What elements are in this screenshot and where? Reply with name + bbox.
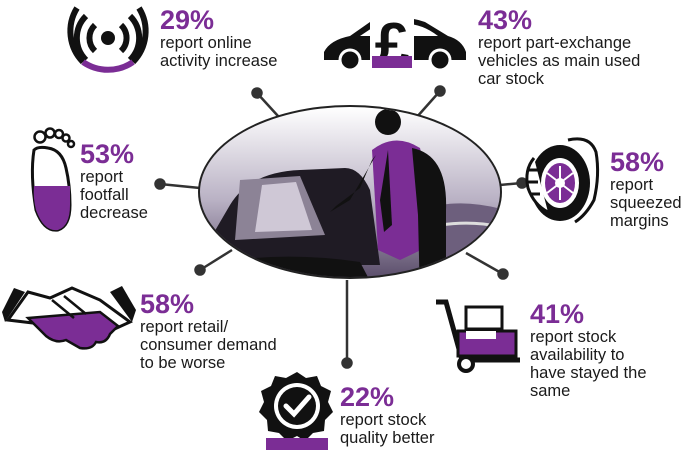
stat-online-activity: 29% report online activity increase (160, 6, 277, 70)
stat-squeezed-margins: 58% report squeezed margins (610, 148, 682, 230)
check-badge-icon (259, 372, 333, 450)
stat-consumer-demand: 58% report retail/ consumer demand to be… (140, 290, 277, 372)
stat-stock-quality: 22% report stock quality better (340, 383, 434, 447)
stat-description: report online activity increase (160, 34, 278, 70)
stat-description: report stock availability to have stayed… (530, 328, 647, 400)
stat-stock-availability: 41% report stock availability to have st… (530, 300, 647, 400)
stat-description: report stock quality better (340, 411, 435, 447)
stat-description: report retail/ consumer demand to be wor… (140, 318, 277, 372)
stat-percent: 29% (160, 5, 215, 35)
stat-percent: 41% (530, 299, 585, 329)
stat-description: report footfall decrease (80, 168, 148, 222)
stat-footfall: 53% report footfall decrease (80, 140, 148, 222)
stat-percent: 43% (478, 5, 533, 35)
stat-description: report part-exchange vehicles as main us… (478, 34, 641, 88)
hand-truck-icon (436, 299, 520, 373)
stat-part-exchange: 43% report part-exchange vehicles as mai… (478, 6, 640, 88)
car-pound-icon: £ (324, 10, 466, 80)
squeezed-tyre-icon (525, 137, 600, 224)
wifi-signal-icon (67, 6, 149, 73)
stat-percent: 58% (610, 147, 665, 177)
central-scene (198, 105, 502, 279)
stat-percent: 22% (340, 382, 395, 412)
stat-percent: 58% (140, 289, 195, 319)
connector-lines (154, 85, 528, 369)
handshake-icon (2, 286, 136, 350)
stat-percent: 53% (80, 139, 135, 169)
footprint-icon (30, 127, 76, 232)
svg-text:£: £ (375, 11, 409, 80)
stat-description: report squeezed margins (610, 176, 682, 230)
